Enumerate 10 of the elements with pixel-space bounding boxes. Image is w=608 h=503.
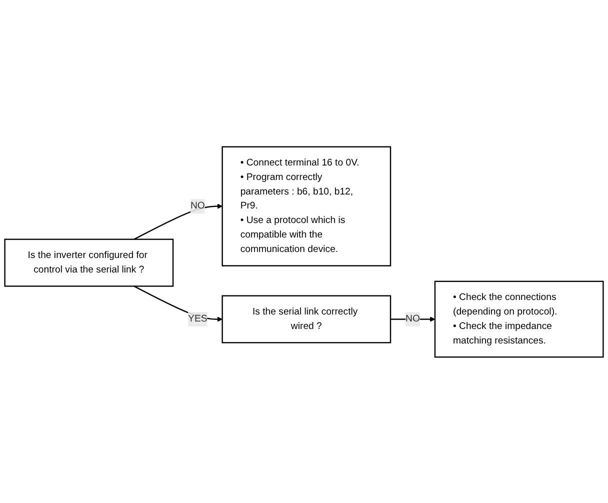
edge-label: YES: [188, 313, 208, 324]
edge-label: NO: [406, 313, 420, 324]
node-box: • Check the connections (depending on protocol). • Check the impedance matching resistances.: [434, 280, 604, 358]
arrow: [390, 316, 436, 322]
arrow: [134, 285, 223, 322]
arrow: [134, 203, 223, 240]
node-box: Is the inverter configured for control via the serial link ?: [4, 238, 174, 286]
node-box: • Connect terminal 16 to 0V. • Program correctly parameters : b6, b10, b12, Pr9. • Use a protocol which is compatible with the communication device.: [222, 146, 392, 266]
node-box: Is the serial link correctly wired ?: [222, 294, 392, 343]
edge-label: NO: [190, 200, 205, 211]
